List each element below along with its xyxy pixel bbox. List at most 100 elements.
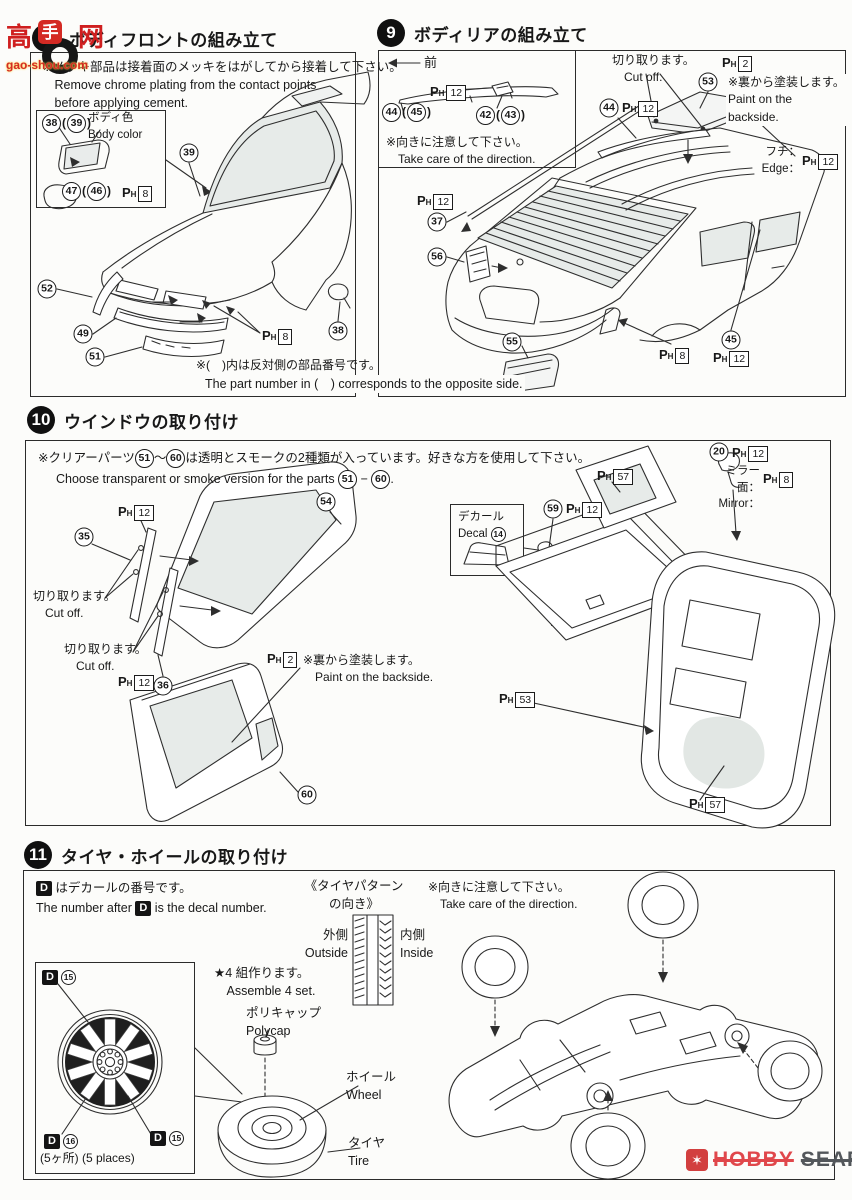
hobbysearch-word2: SEARCH xyxy=(800,1148,852,1171)
part-number-38: 38 xyxy=(328,321,348,341)
note-decal-en: The number after D is the decal number. xyxy=(36,899,267,917)
part-number-51: 51 xyxy=(85,347,105,367)
label-wheel: ホイール Wheel xyxy=(346,1070,397,1103)
label-tire-pattern: 《タイヤパターン の向き》 xyxy=(304,879,404,912)
label: 8 xyxy=(779,472,794,488)
part-number-15: 15 xyxy=(168,1131,184,1146)
label: H xyxy=(275,656,282,665)
part-number: 56 xyxy=(427,247,447,267)
gaoshou-hand-icon: 手 xyxy=(38,20,63,44)
part-number-60: 60 xyxy=(297,785,317,805)
watermark-gaoshou: 高 手 网 gao-shou.com xyxy=(6,20,156,74)
label: P xyxy=(118,674,127,689)
label: 8 xyxy=(278,329,293,345)
label-inside: 内側 Inside xyxy=(400,928,434,961)
part-pair-38-39: 38(39) xyxy=(42,114,91,134)
note-cut-off: 切り取ります。 Cut off. xyxy=(33,589,116,621)
part-number-51: 51 xyxy=(134,449,154,468)
gaoshou-logo-icon: 手 xyxy=(34,20,79,74)
part-number: 49 xyxy=(73,324,93,344)
label: D xyxy=(150,1131,166,1146)
part-number: 37 xyxy=(427,212,447,232)
label: P xyxy=(267,651,276,666)
step-9-header: 9 ボディリアの組み立て xyxy=(377,19,588,47)
gaoshou-url: gao-shou.com xyxy=(6,58,89,72)
note-fragment: . xyxy=(390,472,394,487)
step9-panel xyxy=(378,50,846,397)
label: H xyxy=(740,450,747,459)
label: P xyxy=(499,691,508,706)
note-fragment: The number after xyxy=(36,901,136,915)
step-number: 11 xyxy=(24,841,52,869)
label: H xyxy=(771,476,778,485)
hobbysearch-word1: HOBBY xyxy=(713,1148,794,1171)
note-fragment: Decal xyxy=(458,528,491,540)
step8-panel xyxy=(30,52,356,397)
watermark-hobbysearch: ✶ HOBBY SEARCH xyxy=(686,1148,852,1172)
label: D xyxy=(42,970,58,985)
part-number-38: 38 xyxy=(42,114,61,134)
note-opposite-en: The part number in ( ) corresponds to th… xyxy=(203,375,525,394)
label-tire: タイヤ Tire xyxy=(348,1136,386,1169)
label-decal-jp: デカール xyxy=(458,511,504,523)
label: P xyxy=(417,193,426,208)
part-number-56: 56 xyxy=(427,247,447,267)
note-fragment: ※クリアーパーツ xyxy=(38,451,135,466)
step-title: ウインドウの取り付け xyxy=(64,412,239,432)
step-11-header: 11 タイヤ・ホイールの取り付け xyxy=(24,841,288,869)
part-number-16: 16 xyxy=(62,1134,78,1149)
part-number: 51 xyxy=(85,347,105,367)
decal-code: D xyxy=(135,900,152,916)
step-title: ボディリアの組み立て xyxy=(414,25,588,45)
label: 8 xyxy=(675,348,690,364)
part-number-15: 15 xyxy=(60,970,76,985)
note-paint-backside: ※裏から塗装します。 Paint on the backside. xyxy=(303,653,434,685)
label: H xyxy=(270,333,277,342)
label: D xyxy=(36,880,52,896)
step8-mirror-inset xyxy=(36,110,166,208)
part-number: 52 xyxy=(37,279,57,299)
label: 12 xyxy=(748,446,769,462)
label: P xyxy=(713,350,722,365)
label: ( xyxy=(62,115,66,130)
label: P xyxy=(722,55,731,70)
label: 2 xyxy=(738,56,753,72)
label: P xyxy=(118,504,127,519)
part-number: 60 xyxy=(297,785,317,805)
part-number-52: 52 xyxy=(37,279,57,299)
label: P xyxy=(659,347,668,362)
part-number-37: 37 xyxy=(427,212,447,232)
part-number-60: 60 xyxy=(371,470,391,489)
note-chrome-plating: ※メッキ部品は接着面のメッキをはがしてから接着して下さい。 Remove chr… xyxy=(42,60,402,111)
gaoshou-char-left: 高 xyxy=(6,22,33,52)
step-title: タイヤ・ホイールの取り付け xyxy=(61,847,288,867)
step-title: ボディフロントの組み立て xyxy=(69,30,278,50)
label: D xyxy=(135,900,152,916)
label-polycap: ポリキャップ Polycap xyxy=(246,1006,322,1039)
part-number: 38 xyxy=(328,321,348,341)
label: H xyxy=(730,60,737,69)
note-direction: ※向きに注意して下さい。 Take care of the direction. xyxy=(428,880,578,912)
label: H xyxy=(425,198,432,207)
step-number: 10 xyxy=(27,406,55,434)
note-fragment: − xyxy=(357,472,372,487)
part-number-49: 49 xyxy=(73,324,93,344)
gaoshou-char-right: 网 xyxy=(78,22,105,52)
step-10-header: 10 ウインドウの取り付け xyxy=(27,406,239,434)
label: D xyxy=(44,1134,60,1149)
